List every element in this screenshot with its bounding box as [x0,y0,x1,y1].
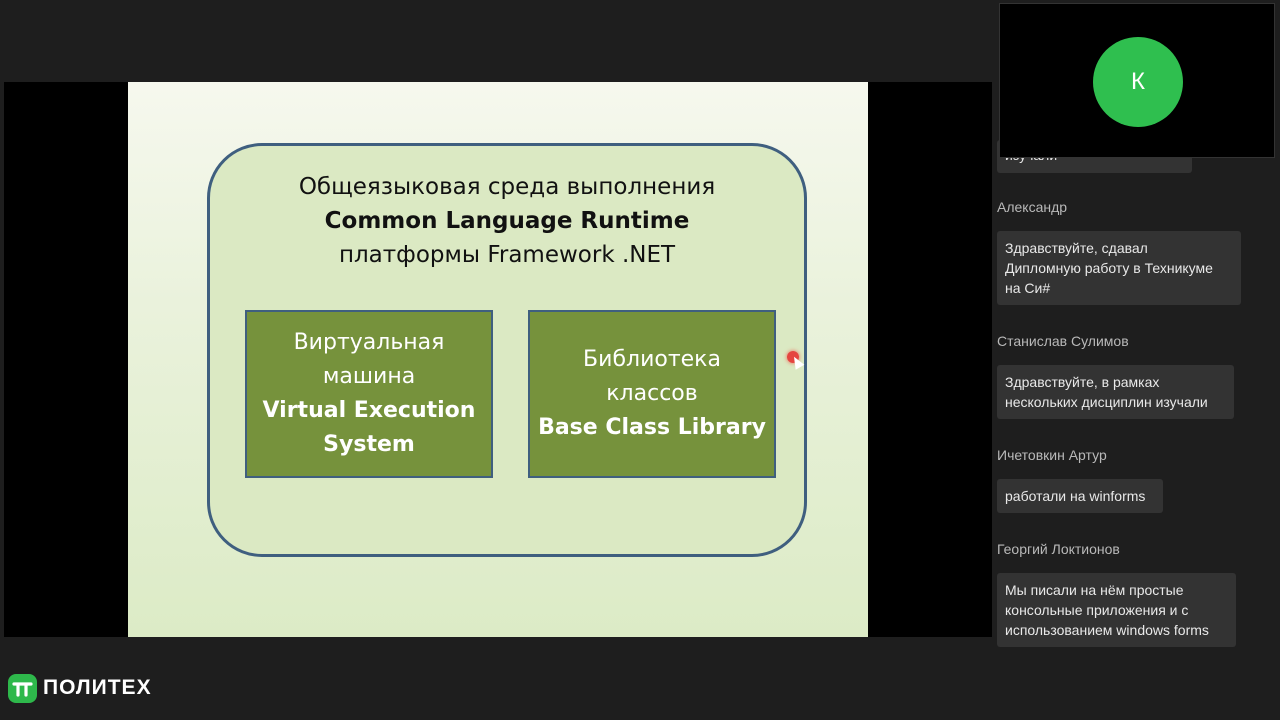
chat-message-line: нескольких дисциплин изучали [1005,394,1208,410]
chat-message: работали на winforms [997,479,1163,513]
participant-video-tile[interactable]: К [999,3,1275,158]
chat-message-line: на Си# [1005,280,1051,296]
chat-message-line: Мы писали на нём простые [1005,582,1184,598]
chat-message-line: работали на winforms [1005,488,1146,504]
clr-title-line3: платформы Framework .NET [338,242,676,268]
clr-title-line2: Common Language Runtime [324,208,690,234]
chat-message: Мы писали на нём простые консольные прил… [997,573,1236,647]
chat-message-line: Дипломную работу в Техникуме [1005,260,1213,276]
clr-title: Общеязыковая среда выполнения Common Lan… [210,170,804,272]
brand-name: ПОЛИТЕХ [43,676,152,699]
chat-message-line: консольные приложения и с [1005,602,1189,618]
clr-title-line1: Общеязыковая среда выполнения [298,174,716,200]
participant-avatar: К [1093,37,1183,127]
bcl-line3: Base Class Library [538,415,766,440]
chat-message-line: Здравствуйте, в рамках [1005,374,1160,390]
base-class-library-box: Библиотека классов Base Class Library [528,310,776,478]
virtual-execution-system-box: Виртуальная машина Virtual Execution Sys… [245,310,493,478]
chat-message: Здравствуйте, сдавал Дипломную работу в … [997,231,1241,305]
chat-author: Георгий Локтионов [997,541,1120,557]
chat-message-line: Здравствуйте, сдавал [1005,240,1148,256]
ves-line1: Виртуальная [293,330,445,355]
politech-logo-icon [8,673,37,703]
chat-message-line: использованием windows forms [1005,622,1209,638]
chat-author: Александр [997,199,1068,215]
ves-line2: машина [322,364,416,389]
bcl-line1: Библиотека [583,347,721,372]
bcl-line2: классов [606,381,698,406]
chat-message: Здравствуйте, в рамках нескольких дисцип… [997,365,1234,419]
clr-diagram-container: Общеязыковая среда выполнения Common Lan… [207,143,807,557]
chat-author: Ичетовкин Артур [997,447,1107,463]
brand-logo: ПОЛИТЕХ [8,673,152,703]
chat-author: Станислав Сулимов [997,333,1129,349]
ves-line3: Virtual Execution [262,398,476,423]
ves-line4: System [323,432,415,457]
presentation-slide: Общеязыковая среда выполнения Common Lan… [128,82,868,637]
laser-pointer-icon [787,351,799,363]
